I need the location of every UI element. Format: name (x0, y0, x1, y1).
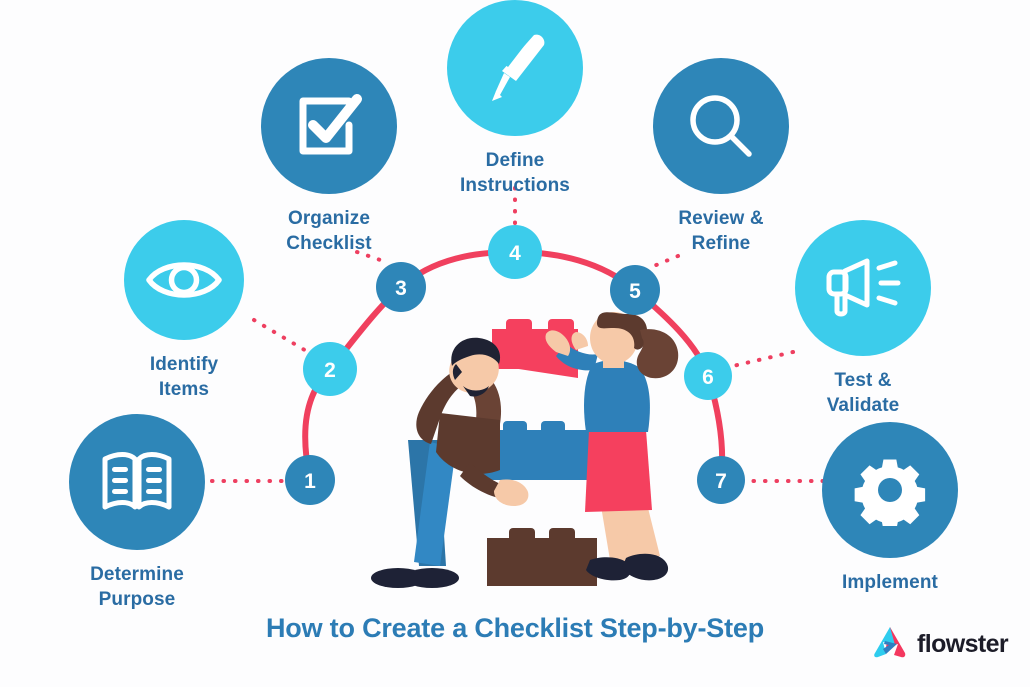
step-badge-1[interactable]: 1 (285, 455, 335, 505)
man-figure (371, 337, 529, 588)
step-badge-6[interactable]: 6 (684, 352, 732, 400)
step-node-identify-items[interactable]: Identify Items (84, 220, 284, 402)
test-validate-disc[interactable] (795, 220, 931, 356)
step-label: Identify Items (149, 354, 219, 401)
review-refine-disc[interactable] (653, 58, 789, 194)
step-badge-4[interactable]: 4 (488, 225, 542, 279)
step-badge-number: 3 (395, 277, 407, 300)
connector-2 (252, 318, 310, 354)
megaphone-icon (823, 255, 903, 321)
step-label: Determine Purpose (90, 564, 184, 611)
step-badge-2[interactable]: 2 (303, 342, 357, 396)
step-badge-number: 4 (509, 242, 521, 265)
step-node-organize-checklist[interactable]: Organize Checklist (229, 58, 429, 256)
eye-icon (145, 254, 223, 306)
step-label: Review & Refine (678, 208, 764, 255)
connector-6 (731, 350, 795, 368)
page-title: How to Create a Checklist Step-by-Step (265, 613, 764, 643)
gear-icon (854, 454, 926, 526)
step-node-test-validate[interactable]: Test & Validate (763, 220, 963, 418)
step-badge-number: 2 (324, 359, 336, 382)
magnifier-icon (685, 90, 757, 162)
two-people-stacking-blocks-illustration (371, 312, 679, 588)
step-node-review-refine[interactable]: Review & Refine (621, 58, 821, 256)
pen-icon (480, 31, 550, 105)
define-instructions-disc[interactable] (447, 0, 583, 136)
identify-items-disc[interactable] (124, 220, 244, 340)
step-label: Define Instructions (460, 150, 570, 197)
determine-purpose-disc[interactable] (69, 414, 205, 550)
flowster-triangle-arrow-icon (872, 624, 908, 665)
step-badges: 1 2 3 4 5 6 7 (285, 225, 745, 505)
woman-figure (545, 312, 679, 581)
step-badge-number: 1 (304, 470, 316, 493)
flowster-logo[interactable]: flowster (872, 624, 1009, 665)
implement-disc[interactable] (822, 422, 958, 558)
step-badge-number: 7 (715, 470, 727, 493)
step-badge-number: 6 (702, 366, 714, 389)
step-node-implement[interactable]: Implement (790, 422, 990, 595)
step-label: Implement (842, 572, 938, 593)
organize-checklist-disc[interactable] (261, 58, 397, 194)
connector-5 (647, 254, 680, 270)
step-badge-number: 5 (629, 280, 641, 303)
dotted-connectors (210, 186, 825, 483)
open-book-icon (101, 451, 173, 513)
step-node-determine-purpose[interactable]: Determine Purpose (37, 414, 237, 612)
flowster-wordmark: flowster (917, 630, 1009, 658)
checkbox-check-icon (293, 91, 365, 161)
step-node-define-instructions[interactable]: Define Instructions (415, 0, 615, 198)
step-label: Test & Validate (826, 370, 900, 417)
step-badge-3[interactable]: 3 (376, 262, 426, 312)
step-badge-7[interactable]: 7 (697, 456, 745, 504)
brown-block (487, 528, 597, 586)
step-badge-5[interactable]: 5 (610, 265, 660, 315)
step-label: Organize Checklist (286, 208, 372, 255)
